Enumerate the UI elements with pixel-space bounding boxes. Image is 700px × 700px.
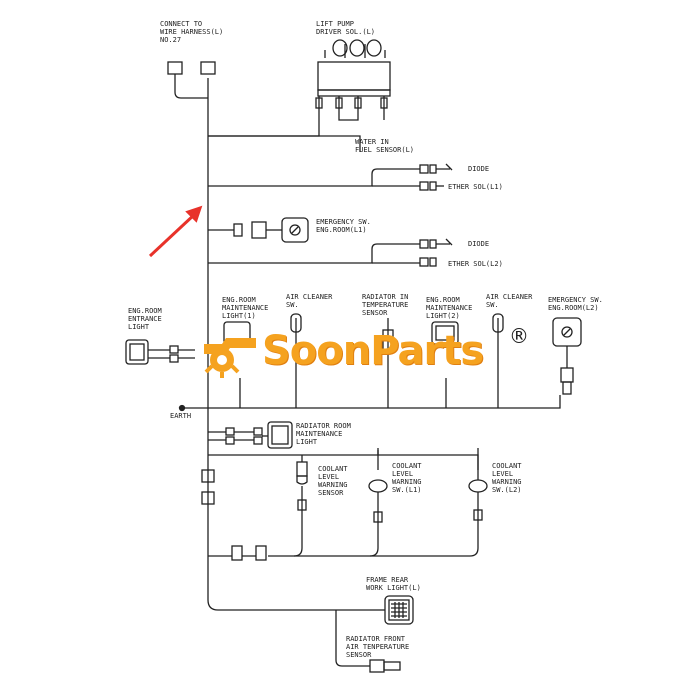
registered-mark: ® — [509, 324, 529, 348]
emergency-switch-1 — [281, 217, 309, 243]
label-ether-2: ETHER SOL(L2) — [448, 260, 503, 268]
harness-connector-right — [200, 61, 216, 75]
red-arrow-icon — [148, 205, 203, 258]
brand-name: SoonParts — [262, 328, 484, 374]
maintenance-light-2 — [431, 321, 459, 345]
radiator-room-light — [267, 421, 293, 449]
frame-rear-work-light — [388, 599, 410, 621]
soonparts-logo: SoonParts ® — [200, 324, 530, 378]
label-diode-1: DIODE — [468, 165, 490, 173]
label-earth: EARTH — [170, 412, 192, 420]
label-diode-2: DIODE — [468, 240, 490, 248]
label-emergency-2: EMERGENCY SW.ENG.ROOM(L2) — [548, 296, 603, 312]
lift-pump-body — [317, 61, 391, 91]
label-emergency-1: EMERGENCY SW.ENG.ROOM(L1) — [316, 218, 371, 234]
label-ether-1: ETHER SOL(L1) — [448, 183, 503, 191]
entrance-light — [125, 339, 149, 365]
wrench-gear-icon — [204, 338, 256, 378]
harness-connector-left — [167, 61, 183, 75]
main-trunk — [207, 78, 370, 611]
